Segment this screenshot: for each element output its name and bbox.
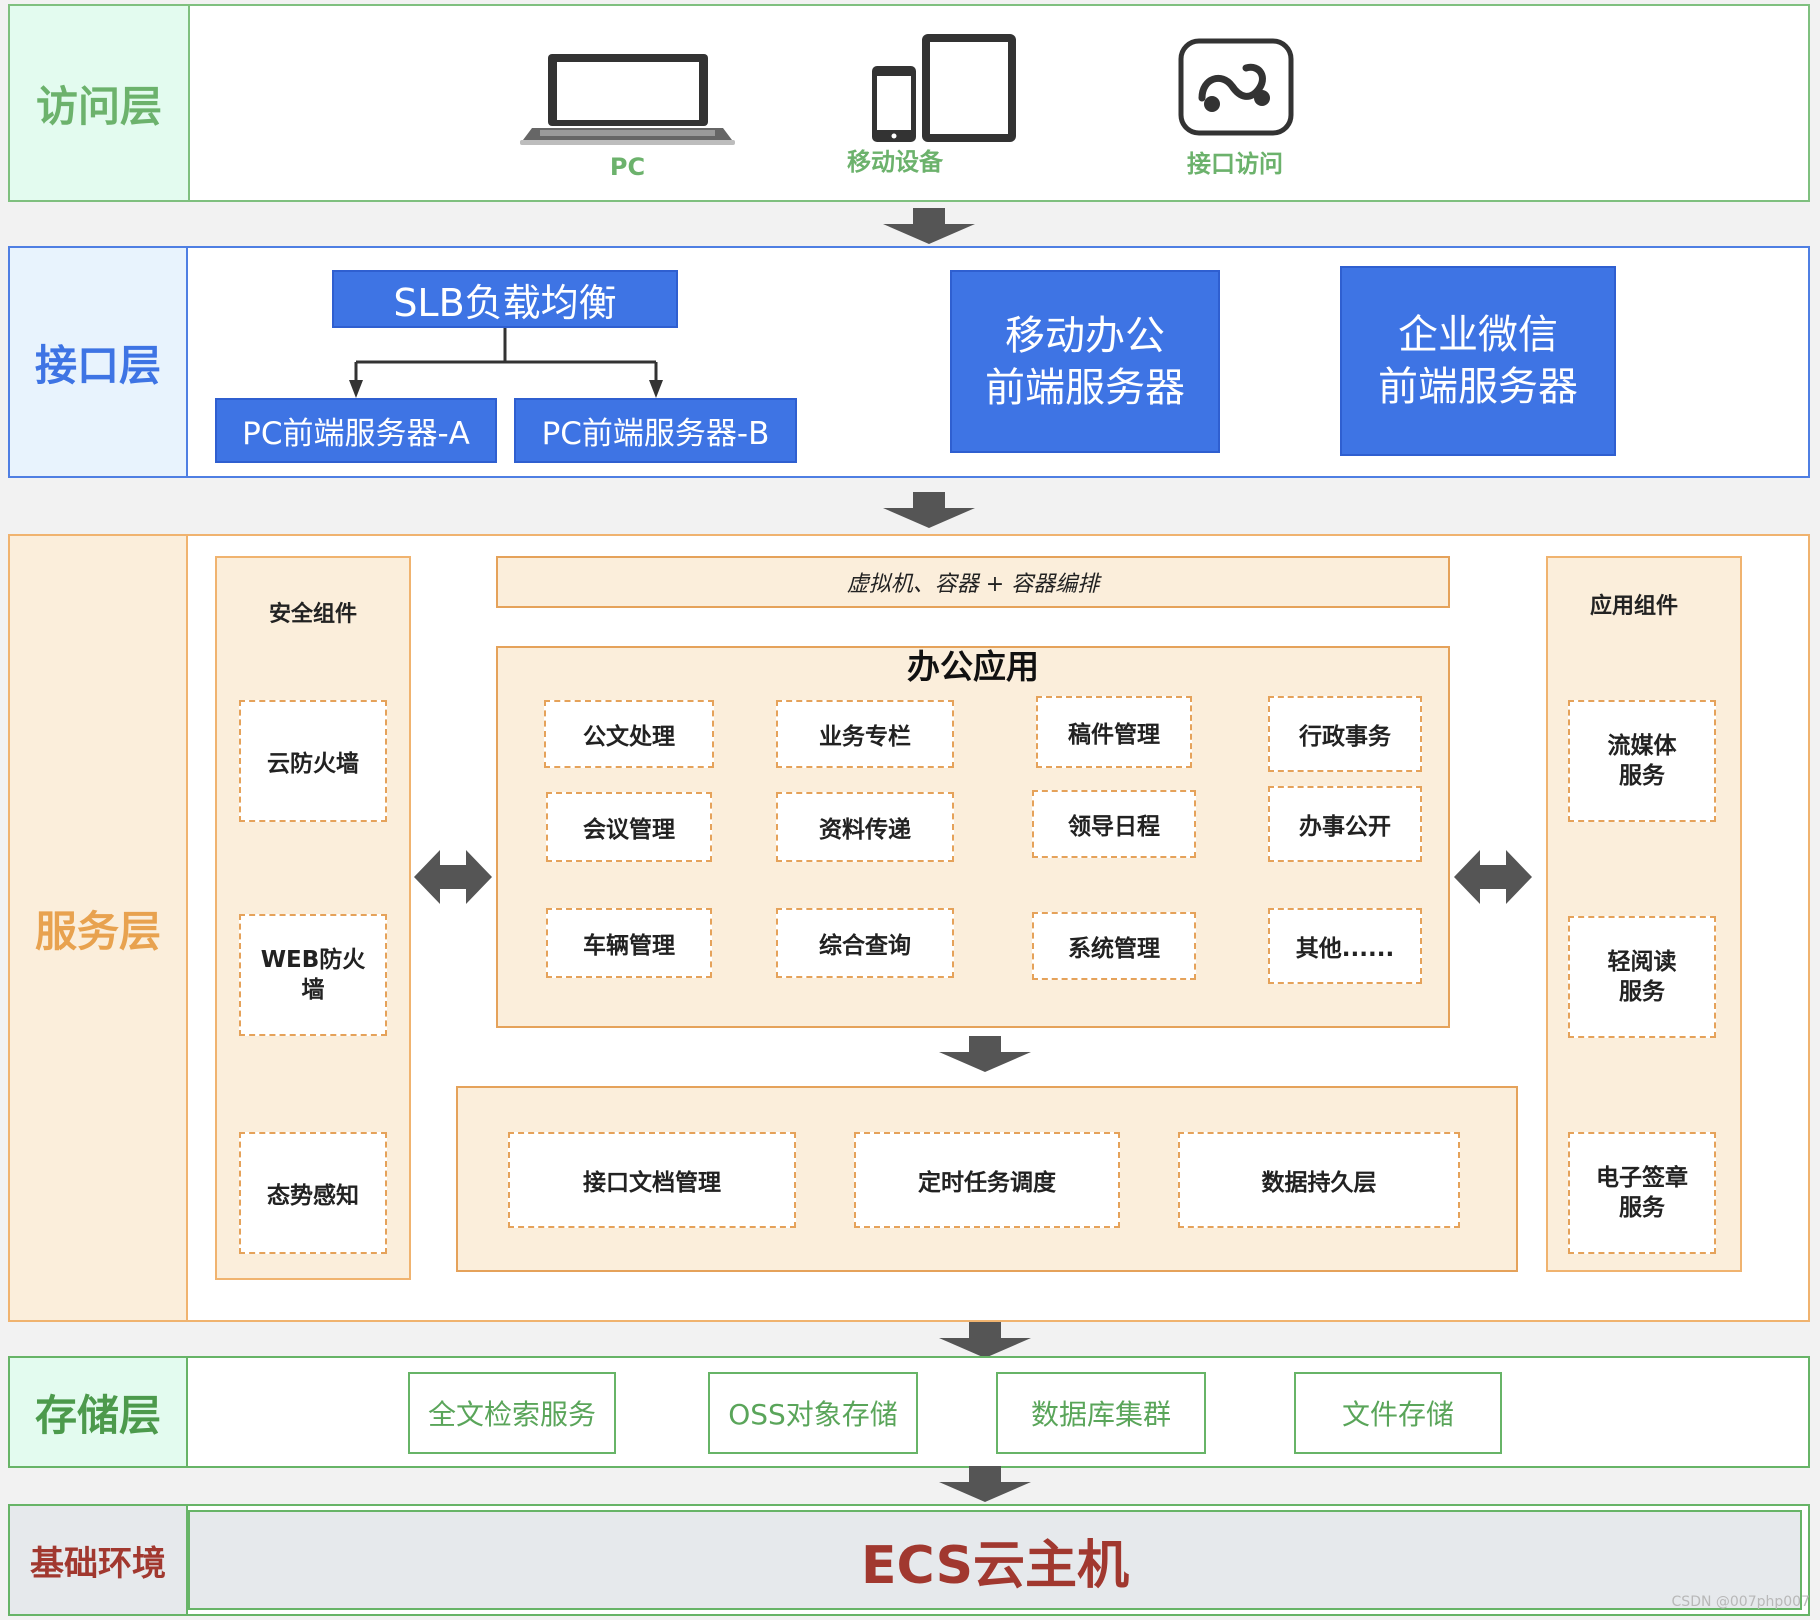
vm-container-bar: 虚拟机、容器 + 容器编排 (496, 556, 1450, 608)
slb-connector (349, 328, 663, 398)
office-app-item: 车辆管理 (546, 908, 712, 978)
office-app-item: 稿件管理 (1036, 696, 1192, 768)
security-components-title: 安全组件 (268, 602, 357, 627)
office-app-item: 系统管理 (1032, 912, 1196, 980)
bidirectional-arrow-icon (414, 850, 492, 904)
office-app-item: 行政事务 (1268, 696, 1422, 772)
ecs-cloud-host: ECS云主机 (188, 1510, 1802, 1610)
oss-object-storage: OSS对象存储 (708, 1372, 918, 1454)
e-signature-line2: 服务 (1619, 1195, 1665, 1221)
scheduled-task-scheduling: 定时任务调度 (854, 1132, 1120, 1228)
access-layer-label: 访问层 (8, 4, 190, 202)
base-layer-label: 基础环境 (8, 1504, 188, 1616)
file-storage: 文件存储 (1294, 1372, 1502, 1454)
e-signature-line1: 电子签章 (1596, 1165, 1688, 1191)
office-app-item: 业务专栏 (776, 700, 954, 768)
light-reading-line2: 服务 (1619, 979, 1665, 1005)
wechat-line1: 企业微信 (1398, 312, 1558, 358)
down-arrow-icon (883, 492, 975, 528)
storage-layer-label: 存储层 (8, 1356, 188, 1468)
mobile-office-line1: 移动办公 (1005, 312, 1165, 359)
office-app-item: 会议管理 (546, 792, 712, 862)
interface-layer-label: 接口层 (8, 246, 188, 478)
streaming-media-service: 流媒体 服务 (1568, 700, 1716, 822)
light-reading-line1: 轻阅读 (1607, 949, 1677, 975)
office-apps-title: 办公应用 (907, 647, 1039, 686)
api-doc-management: 接口文档管理 (508, 1132, 796, 1228)
cloud-firewall: 云防火墙 (239, 700, 387, 822)
pc-frontend-server-a: PC前端服务器-A (215, 398, 497, 463)
e-signature-service: 电子签章 服务 (1568, 1132, 1716, 1254)
laptop-icon (520, 54, 735, 145)
wechat-line2: 前端服务器 (1378, 364, 1578, 410)
service-layer-label: 服务层 (8, 534, 188, 1322)
data-persistence-layer: 数据持久层 (1178, 1132, 1460, 1228)
slb-load-balancer: SLB负载均衡 (332, 270, 678, 328)
device-label-mobile: 移动设备 (847, 147, 943, 176)
device-label-pc: PC (609, 153, 646, 181)
office-app-item: 公文处理 (544, 700, 714, 768)
down-arrow-icon (883, 208, 975, 244)
down-arrow-icon (939, 1036, 1031, 1072)
web-firewall: WEB防火墙 (239, 914, 387, 1036)
watermark: CSDN @007php007 (1671, 1594, 1810, 1610)
situational-awareness: 态势感知 (239, 1132, 387, 1254)
office-app-item: 领导日程 (1032, 790, 1196, 858)
office-app-item: 办事公开 (1268, 786, 1422, 862)
device-label-api: 接口访问 (1187, 149, 1283, 178)
office-app-item: 综合查询 (776, 908, 954, 978)
streaming-line2: 服务 (1619, 763, 1665, 789)
bidirectional-arrow-icon (1454, 850, 1532, 904)
wechat-frontend-server: 企业微信 前端服务器 (1340, 266, 1616, 456)
pc-frontend-server-b: PC前端服务器-B (514, 398, 797, 463)
down-arrow-icon (939, 1466, 1031, 1502)
api-link-icon (1178, 38, 1294, 136)
mobile-tablet-icon (872, 34, 1016, 142)
office-app-item: 资料传递 (776, 792, 954, 862)
mobile-office-line2: 前端服务器 (985, 364, 1185, 411)
fulltext-search-service: 全文检索服务 (408, 1372, 616, 1454)
down-arrow-icon (939, 1322, 1031, 1358)
office-app-item: 其他...... (1268, 908, 1422, 984)
mobile-office-frontend-server: 移动办公 前端服务器 (950, 270, 1220, 453)
database-cluster: 数据库集群 (996, 1372, 1206, 1454)
app-components-title: 应用组件 (1589, 594, 1678, 619)
streaming-line1: 流媒体 (1607, 733, 1677, 759)
light-reading-service: 轻阅读 服务 (1568, 916, 1716, 1038)
web-firewall-label: WEB防火墙 (260, 947, 366, 1003)
